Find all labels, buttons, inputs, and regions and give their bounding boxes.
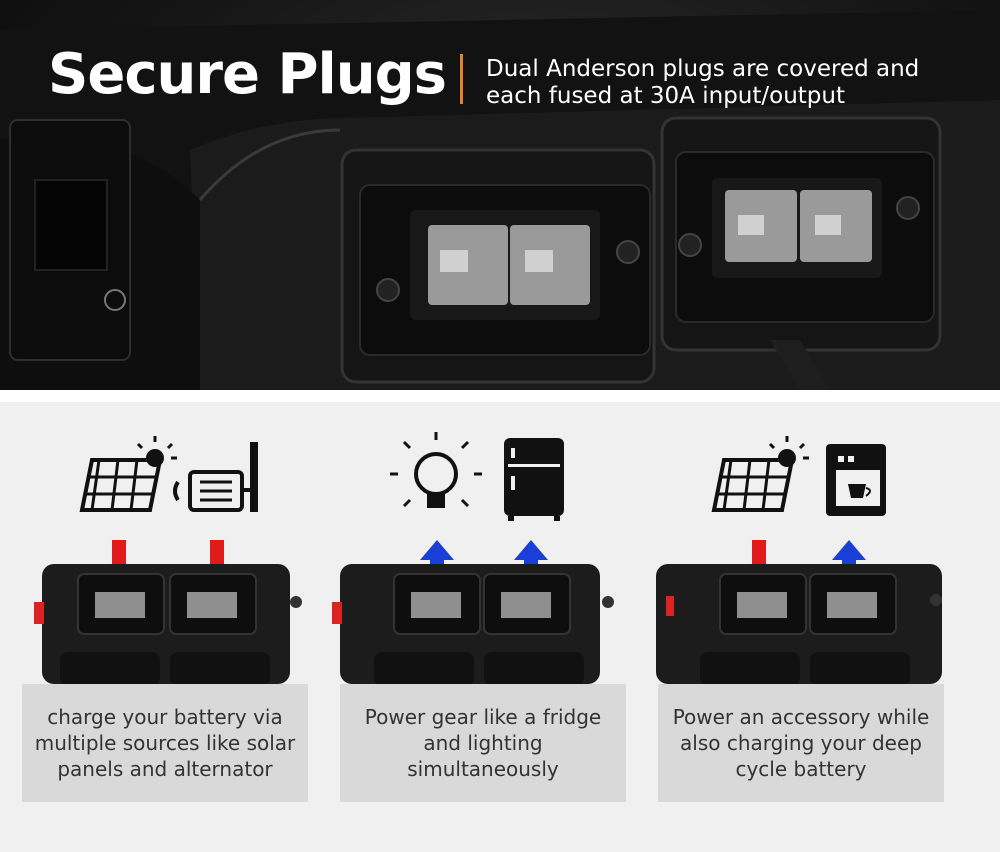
light-bulb-icon — [390, 432, 482, 508]
hero-subtitle: Dual Anderson plugs are covered and each… — [486, 56, 920, 109]
battery-box-photo — [0, 10, 1000, 390]
feature-panel-power: Power gear like a fridge and lighting si… — [318, 402, 626, 822]
panel-illustration — [656, 436, 942, 686]
battery-box-illustration — [656, 564, 942, 686]
hero-title: Secure Plugs — [48, 42, 447, 107]
fridge-icon — [504, 438, 564, 521]
caption-box: Power gear like a fridge and lighting si… — [340, 684, 626, 802]
alternator-icon — [173, 442, 258, 512]
battery-box-illustration — [34, 564, 302, 686]
caption-text: charge your battery via multiple sources… — [34, 705, 296, 781]
feature-panel-charge: charge your battery via multiple sources… — [0, 402, 308, 822]
solar-panel-icon — [711, 436, 809, 512]
caption-box: Power an accessory while also charging y… — [658, 684, 944, 802]
panel-illustration — [34, 436, 302, 686]
panel-illustration — [332, 432, 614, 686]
battery-box-illustration — [332, 564, 614, 686]
hero-banner: Secure Plugs Dual Anderson plugs are cov… — [0, 0, 1000, 390]
anderson-plug-left — [340, 148, 656, 384]
feature-panel-charge-and-power: Power an accessory while also charging y… — [636, 402, 944, 822]
coffee-machine-icon — [826, 444, 886, 516]
anderson-plug-right — [660, 116, 942, 390]
caption-text: Power gear like a fridge and lighting si… — [364, 705, 602, 781]
caption-text: Power an accessory while also charging y… — [672, 705, 930, 781]
solar-panel-icon — [79, 436, 177, 512]
title-divider — [460, 54, 463, 104]
caption-box: charge your battery via multiple sources… — [22, 684, 308, 802]
